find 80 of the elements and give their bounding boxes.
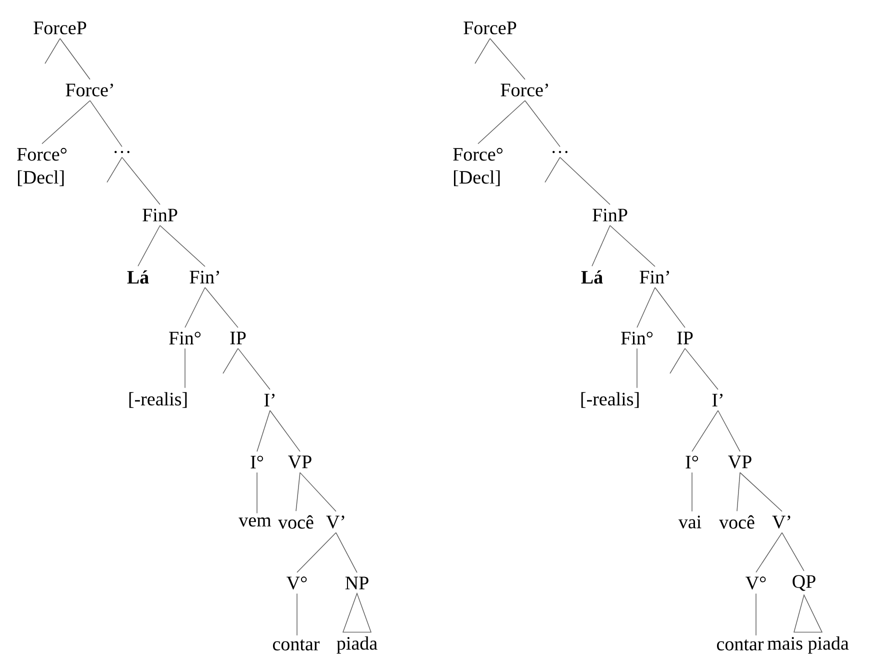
node-label: … bbox=[552, 150, 568, 154]
node-label: I° bbox=[686, 456, 698, 468]
node-label: VP bbox=[288, 456, 312, 468]
node-label: piada bbox=[336, 636, 378, 654]
node-label: Fin’ bbox=[190, 270, 220, 284]
node-label: Fin’ bbox=[640, 270, 670, 284]
branch-line bbox=[138, 225, 160, 266]
node-label: FinP bbox=[592, 208, 628, 222]
branch-line bbox=[270, 410, 300, 452]
branch-line bbox=[256, 472, 258, 514]
node-label: vai bbox=[678, 516, 702, 528]
branch-line bbox=[60, 38, 90, 80]
node-label: QP bbox=[792, 575, 816, 591]
branch-line bbox=[204, 287, 238, 328]
branch-line bbox=[474, 38, 490, 64]
branch-line bbox=[636, 287, 656, 328]
branch-line bbox=[106, 156, 122, 183]
branch-line bbox=[524, 100, 560, 148]
node-label: Force° [Decl] bbox=[453, 148, 502, 186]
node-label: Force’ bbox=[66, 84, 113, 96]
branch-line bbox=[184, 287, 206, 328]
branch-line bbox=[122, 156, 160, 205]
branch-line bbox=[300, 472, 336, 512]
branch-line bbox=[90, 100, 122, 148]
branch-line bbox=[756, 532, 782, 573]
node-label: I’ bbox=[712, 394, 722, 406]
branch-line bbox=[296, 532, 336, 573]
node-label: Lá bbox=[127, 270, 149, 284]
node-label: V’ bbox=[326, 516, 344, 528]
node-label: contar bbox=[717, 640, 764, 650]
branch-line bbox=[44, 38, 60, 64]
node-label: Fin° bbox=[621, 332, 653, 344]
branch-line bbox=[692, 410, 718, 452]
branch-line bbox=[184, 348, 186, 388]
node-label: contar bbox=[273, 640, 320, 650]
node-label: V’ bbox=[772, 516, 790, 528]
branch-line bbox=[296, 593, 298, 636]
node-label: [-realis] bbox=[129, 392, 187, 408]
branch-line bbox=[654, 287, 686, 328]
node-label: [-realis] bbox=[581, 392, 639, 408]
node-label: IP bbox=[230, 332, 246, 344]
node-label: FinP bbox=[142, 208, 178, 222]
branch-line bbox=[636, 348, 638, 388]
node-label: você bbox=[719, 515, 754, 529]
branch-line bbox=[296, 472, 300, 512]
branch-line bbox=[560, 156, 610, 205]
node-label: você bbox=[278, 515, 314, 529]
node-label: Force° [Decl] bbox=[17, 148, 66, 186]
branch-line bbox=[42, 100, 90, 144]
node-label: V° bbox=[286, 576, 307, 590]
branch-line bbox=[490, 38, 526, 80]
branch-line bbox=[592, 225, 610, 266]
node-label: Lá bbox=[581, 270, 603, 284]
branch-line bbox=[610, 225, 656, 267]
node-label: vem bbox=[238, 517, 272, 527]
node-label: ForceP bbox=[34, 22, 86, 34]
branch-line bbox=[544, 156, 560, 183]
branch-line bbox=[478, 100, 526, 144]
branch-line bbox=[718, 410, 740, 452]
node-label: Fin° bbox=[169, 332, 201, 344]
branch-line bbox=[160, 225, 206, 267]
branch-line bbox=[736, 472, 740, 512]
branch-line bbox=[222, 348, 238, 374]
branch-line bbox=[336, 532, 358, 573]
node-label: Force’ bbox=[500, 84, 548, 96]
branch-line bbox=[740, 472, 782, 512]
branch-line bbox=[782, 532, 804, 572]
node-label: … bbox=[114, 150, 130, 154]
node-label: I° bbox=[250, 456, 264, 468]
node-label: NP bbox=[345, 576, 368, 590]
node-label: mais piada bbox=[768, 636, 849, 654]
branch-line bbox=[684, 348, 718, 390]
node-label: ForceP bbox=[464, 22, 516, 34]
node-label: I’ bbox=[264, 394, 274, 406]
node-label: V° bbox=[746, 576, 766, 590]
branch-line bbox=[670, 348, 686, 374]
branch-line bbox=[238, 348, 270, 390]
node-label: IP bbox=[677, 332, 693, 344]
branch-line bbox=[256, 410, 270, 452]
node-label: VP bbox=[728, 456, 752, 468]
